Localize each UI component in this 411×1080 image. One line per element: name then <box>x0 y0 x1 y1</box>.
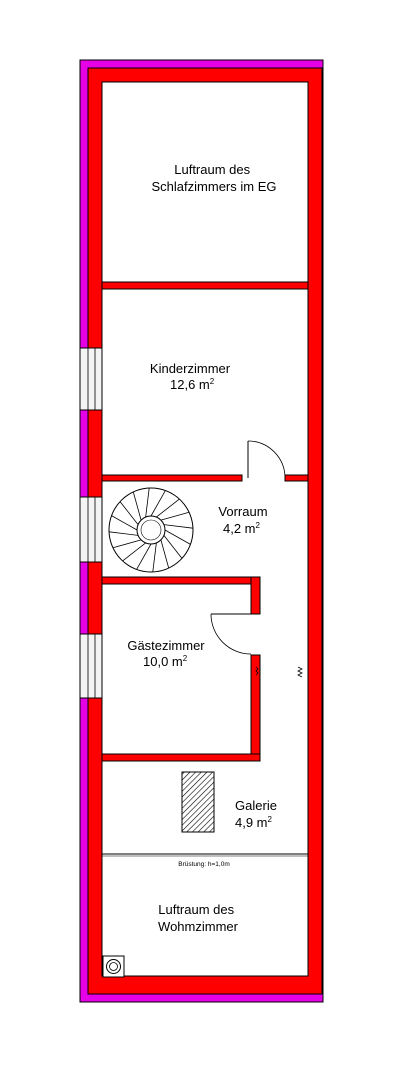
room-label-vorraum: Vorraum <box>218 504 267 519</box>
stair-step <box>164 529 191 545</box>
stair-step <box>160 539 170 569</box>
window-icon <box>79 633 103 699</box>
room-label-line: Schlafzimmers im EG <box>152 179 277 194</box>
interior-wall <box>250 576 261 615</box>
spiral-staircase-icon <box>108 487 194 573</box>
room-label-galerie: Galerie <box>235 798 277 813</box>
stair-step <box>132 491 142 521</box>
stair-step <box>119 501 139 525</box>
room-area-gaestezimmer: 10,0 m2 <box>143 654 188 669</box>
stair-step <box>152 542 157 573</box>
stair-step <box>108 531 139 536</box>
area-superscript: 2 <box>210 377 215 386</box>
door-swing-icon <box>247 440 286 479</box>
room-area: 12,6 m <box>170 377 210 392</box>
room-label-kinderzimmer: Kinderzimmer <box>150 361 231 376</box>
stair-center-post <box>140 519 162 541</box>
room-area-vorraum: 4,2 m2 <box>223 521 261 536</box>
room-area: 10,0 m <box>143 654 183 669</box>
stair-step <box>150 490 166 517</box>
stair-step <box>160 511 190 521</box>
room-label-luftraum-wohnzimmer: Luftraum des Wohmzimmer <box>158 902 239 934</box>
room-label-line: Luftraum des <box>158 902 234 917</box>
room-area: 4,2 m <box>223 521 256 536</box>
room-name: Gästezimmer <box>127 638 205 653</box>
stair-step <box>156 498 180 518</box>
interior-wall <box>284 474 309 482</box>
interior-wall <box>101 281 309 290</box>
room-area-galerie: 4,9 m2 <box>235 815 273 830</box>
bruestung-label: Brüstung: h=1,0m <box>178 861 230 868</box>
window-icon <box>79 347 103 411</box>
interior-wall <box>101 753 261 762</box>
stair-step <box>112 539 142 549</box>
stair-step <box>122 542 146 562</box>
hatched-opening-icon <box>181 771 215 833</box>
chimney-flue-icon <box>102 955 125 978</box>
room-label-gaestezimmer: Gästezimmer <box>127 638 205 653</box>
window-icon <box>79 496 103 563</box>
room-label-luftraum-schlafzimmer: Luftraum des Schlafzimmers im EG <box>152 162 277 194</box>
stair-step <box>136 543 152 570</box>
room-name: Kinderzimmer <box>150 361 231 376</box>
interior-wall <box>250 654 261 762</box>
room-area: 4,9 m <box>235 815 268 830</box>
room-label-line: Luftraum des <box>174 162 250 177</box>
stair-step <box>163 535 183 559</box>
interior-wall <box>101 576 261 585</box>
stair-step <box>111 515 138 531</box>
zigzag-marker-icon <box>255 666 259 676</box>
area-superscript: 2 <box>256 521 261 530</box>
area-superscript: 2 <box>268 815 273 824</box>
area-superscript: 2 <box>183 654 188 663</box>
room-name: Galerie <box>235 798 277 813</box>
stair-step <box>163 524 194 529</box>
interior-wall <box>101 474 243 482</box>
zigzag-marker-icon <box>297 666 303 678</box>
stair-step <box>145 487 150 518</box>
room-label-line: Wohmzimmer <box>158 919 239 934</box>
room-area-kinderzimmer: 12,6 m2 <box>170 377 215 392</box>
room-name: Vorraum <box>218 504 267 519</box>
door-swing-icon <box>210 613 252 655</box>
